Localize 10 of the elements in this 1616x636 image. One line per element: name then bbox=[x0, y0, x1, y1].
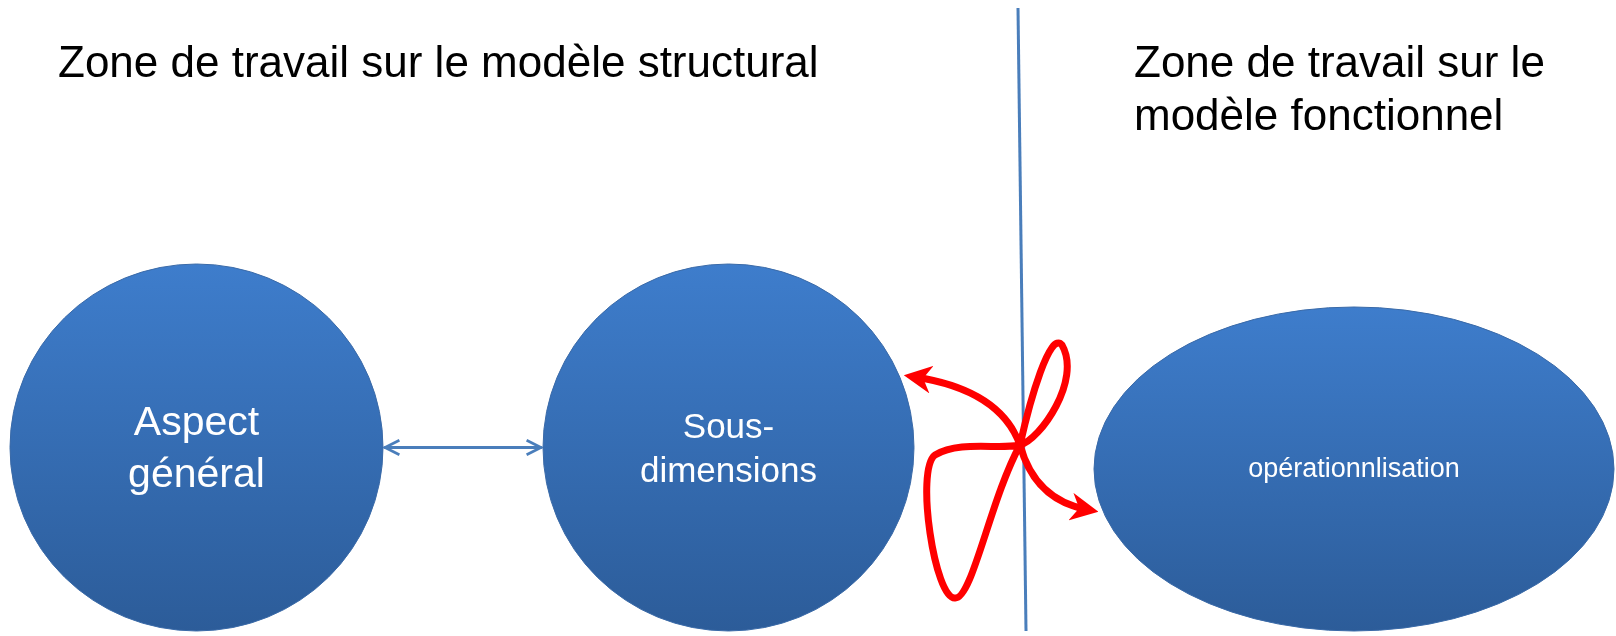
zone-heading: Zone de travail sur le modèle structural bbox=[58, 36, 820, 88]
circle bbox=[9, 263, 384, 632]
ellipse bbox=[1093, 306, 1615, 632]
node-label: Aspect général bbox=[127, 397, 266, 498]
zone-heading: Zone de travail sur le modèle fonctionnel bbox=[1134, 36, 1546, 141]
circle bbox=[542, 263, 915, 632]
node-label: opérationnlisation bbox=[1247, 452, 1461, 486]
node-label: Sous-dimensions bbox=[638, 404, 818, 491]
double-arrow bbox=[383, 438, 543, 457]
curly-arrow bbox=[903, 339, 1099, 602]
